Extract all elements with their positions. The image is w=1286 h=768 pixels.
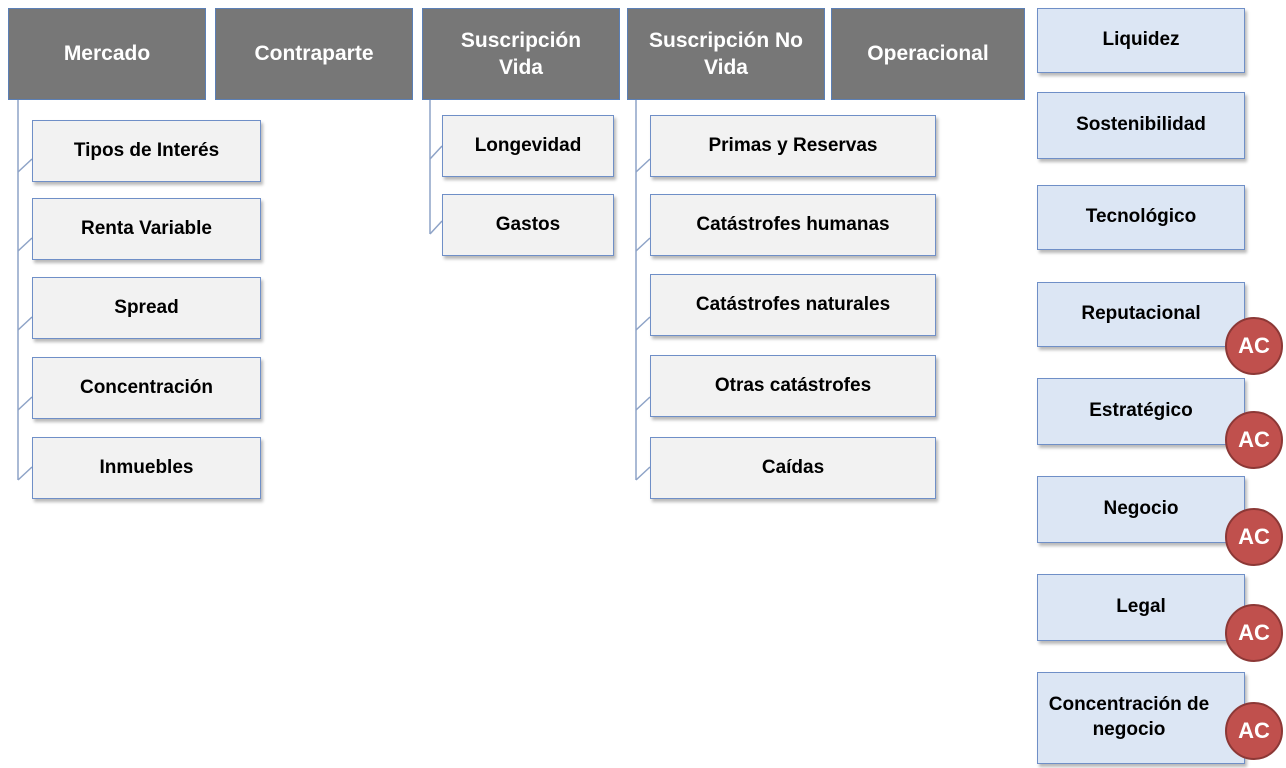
risk-box-longevidad: Longevidad bbox=[442, 115, 614, 177]
risk-box-tipos-de-interes: Tipos de Interés bbox=[32, 120, 261, 182]
risk-box-otras-catastrofes: Otras catástrofes bbox=[650, 355, 936, 417]
header-contraparte: Contraparte bbox=[215, 8, 413, 100]
header-operacional: Operacional bbox=[831, 8, 1025, 100]
ac-badge-negocio: AC bbox=[1225, 508, 1283, 566]
risk-box-spread: Spread bbox=[32, 277, 261, 339]
risk-box-catastrofes-naturales: Catástrofes naturales bbox=[650, 274, 936, 336]
risk-box-primas-y-reservas: Primas y Reservas bbox=[650, 115, 936, 177]
risk-box-reputacional: Reputacional bbox=[1037, 282, 1245, 347]
header-suscripcion-no-vida: Suscripción No Vida bbox=[627, 8, 825, 100]
risk-box-inmuebles: Inmuebles bbox=[32, 437, 261, 499]
header-mercado: Mercado bbox=[8, 8, 206, 100]
ac-badge-legal: AC bbox=[1225, 604, 1283, 662]
risk-box-concentracion-de-negocio: Concentración de negocio bbox=[1037, 672, 1245, 764]
risk-box-tecnologico: Tecnológico bbox=[1037, 185, 1245, 250]
ac-badge-concentracion-de-negocio: AC bbox=[1225, 702, 1283, 760]
risk-box-estrategico: Estratégico bbox=[1037, 378, 1245, 445]
risk-box-concentracion: Concentración bbox=[32, 357, 261, 419]
risk-box-caidas: Caídas bbox=[650, 437, 936, 499]
ac-badge-reputacional: AC bbox=[1225, 317, 1283, 375]
ac-badge-estrategico: AC bbox=[1225, 411, 1283, 469]
risk-box-sostenibilidad: Sostenibilidad bbox=[1037, 92, 1245, 159]
header-suscripcion-vida: Suscripción Vida bbox=[422, 8, 620, 100]
risk-box-catastrofes-humanas: Catástrofes humanas bbox=[650, 194, 936, 256]
risk-box-legal: Legal bbox=[1037, 574, 1245, 641]
risk-box-renta-variable: Renta Variable bbox=[32, 198, 261, 260]
risk-box-gastos: Gastos bbox=[442, 194, 614, 256]
risk-box-liquidez: Liquidez bbox=[1037, 8, 1245, 73]
risk-box-negocio: Negocio bbox=[1037, 476, 1245, 543]
